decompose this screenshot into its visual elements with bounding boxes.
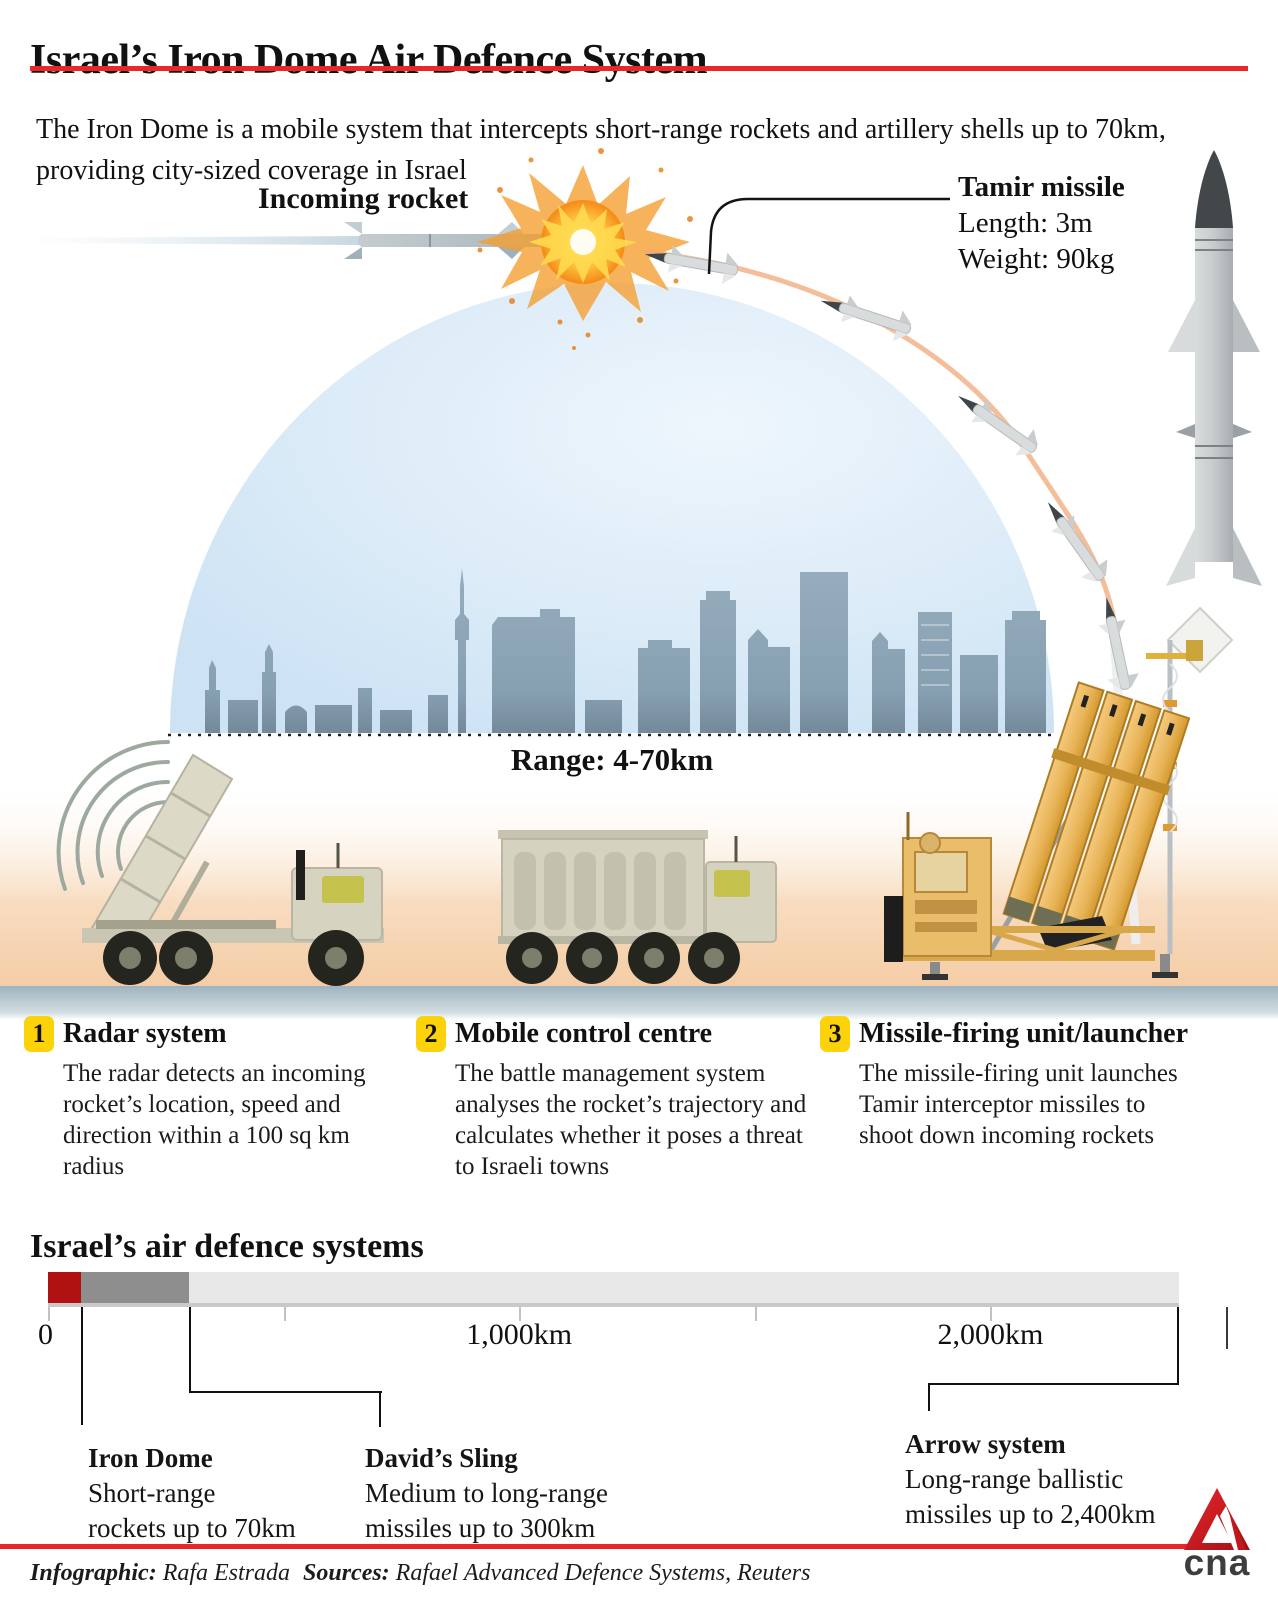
chart-title: Israel’s air defence systems	[30, 1228, 424, 1266]
credit-line: Infographic: Rafa Estrada	[30, 1560, 290, 1587]
range-label: Range: 4-70km	[510, 742, 714, 777]
subtitle: The Iron Dome is a mobile system that in…	[36, 114, 1166, 186]
davids-sling-desc-2: missiles up to 300km	[365, 1513, 596, 1544]
tick-label-2000: 2,000km	[937, 1318, 1044, 1351]
range-bar-track	[48, 1272, 1228, 1349]
component-1-title: Radar system	[63, 1018, 227, 1049]
component-1-body: The radar detects an incoming rocket’s l…	[63, 1060, 366, 1180]
axis-tick-0	[48, 1307, 50, 1321]
component-missile-firing-unit: 3 Missile-firing unit/launcher The missi…	[820, 1016, 1199, 1151]
arrow-system-name: Arrow system	[905, 1429, 1066, 1459]
skyline-window-stripes	[921, 624, 949, 686]
chart-annotations: Iron Dome Short-range rockets up to 70km…	[48, 1307, 1226, 1567]
axis-tick-1500	[754, 1307, 757, 1321]
control-centre-truck	[498, 830, 777, 984]
incoming-rocket-label: Incoming rocket	[258, 182, 469, 215]
iron-dome-leader-line	[80, 1307, 83, 1425]
page-title: Israel’s Iron Dome Air Defence System	[30, 37, 708, 84]
component-control-centre: 2 Mobile control centre The battle manag…	[416, 1016, 807, 1182]
sources-value: Rafael Advanced Defence Systems, Reuters	[389, 1560, 811, 1586]
axis-tick-2000	[990, 1307, 993, 1321]
tamir-interceptor-3	[948, 382, 1045, 464]
davids-sling-desc-1: Medium to long-range	[365, 1478, 608, 1509]
interception-explosion	[477, 148, 693, 350]
tamir-interceptor-4	[1034, 492, 1116, 589]
badge-2: 2	[416, 1016, 446, 1052]
chart-tick-labels: 0 1,000km 2,000km	[38, 1318, 1226, 1358]
component-3-title: Missile-firing unit/launcher	[859, 1018, 1188, 1049]
iron-dome-desc-1: Short-range	[88, 1478, 216, 1509]
tamir-missile-illustration	[1166, 150, 1262, 586]
arrow-system-desc-1: Long-range ballistic	[905, 1464, 1124, 1495]
range-bar-segment-1	[80, 1272, 190, 1303]
tick-label-0: 0	[38, 1318, 53, 1351]
cna-logo-text: cna	[1183, 1542, 1251, 1583]
arrow-system-label: Arrow system Long-range ballistic missil…	[905, 1427, 1156, 1532]
iron-dome-label: Iron Dome Short-range rockets up to 70km	[88, 1441, 296, 1546]
tamir-missile-title: Tamir missile	[958, 171, 1125, 203]
radar-truck	[56, 740, 384, 986]
arrow-system-desc-2: missiles up to 2,400km	[905, 1499, 1156, 1530]
credit-value: Rafa Estrada	[156, 1560, 291, 1586]
sources-label: Sources:	[303, 1560, 390, 1586]
iron-dome-name: Iron Dome	[88, 1443, 213, 1473]
axis-tick-1000	[519, 1307, 522, 1321]
range-bar-segment-2	[189, 1272, 1179, 1303]
missile-launcher-unit	[884, 606, 1234, 980]
badge-1: 1	[24, 1016, 54, 1052]
cna-logo: cna	[1178, 1488, 1256, 1592]
arrow-leader-line	[927, 1307, 1179, 1385]
tick-label-1000: 1,000km	[466, 1318, 573, 1351]
ground-strip	[0, 986, 1278, 1012]
range-bar-segment-0	[48, 1272, 81, 1303]
ground-fade	[0, 1012, 1278, 1020]
title-rule	[30, 66, 1248, 71]
footer-rule	[0, 1544, 1190, 1549]
arrow-leader-stub	[927, 1385, 930, 1411]
axis-tick-2500	[1226, 1307, 1228, 1349]
cna-logo-icon	[1184, 1488, 1250, 1550]
sources-line: Sources: Rafael Advanced Defence Systems…	[303, 1560, 810, 1587]
city-skyline	[172, 568, 1052, 733]
davids-sling-label: David’s Sling Medium to long-range missi…	[365, 1441, 608, 1546]
component-2-title: Mobile control centre	[455, 1018, 713, 1049]
component-2-body: The battle management system analyses th…	[455, 1060, 807, 1180]
radar-waves	[56, 740, 170, 891]
davids-sling-name: David’s Sling	[365, 1443, 518, 1473]
credit-label: Infographic:	[30, 1560, 157, 1586]
badge-3: 3	[820, 1016, 850, 1052]
iron-dome-desc-2: rockets up to 70km	[88, 1513, 296, 1544]
davids-sling-leader-stub	[379, 1393, 382, 1427]
tamir-missile-length: Length: 3m	[958, 206, 1093, 239]
tamir-interceptor-2	[815, 284, 916, 346]
component-radar-system: 1 Radar system The radar detects an inco…	[24, 1016, 408, 1182]
davids-sling-leader-line	[189, 1307, 382, 1393]
scene-illustration	[0, 148, 1278, 1020]
chart-axis-line	[48, 1303, 1179, 1307]
axis-tick-500	[283, 1307, 286, 1321]
tamir-missile-label: Tamir missile Length: 3m Weight: 90kg	[958, 170, 1125, 278]
launcher-tubes	[1002, 681, 1191, 951]
tamir-missile-weight: Weight: 90kg	[958, 242, 1115, 275]
component-3-body: The missile-firing unit launches Tamir i…	[859, 1060, 1178, 1149]
tamir-leader-line	[707, 197, 950, 275]
